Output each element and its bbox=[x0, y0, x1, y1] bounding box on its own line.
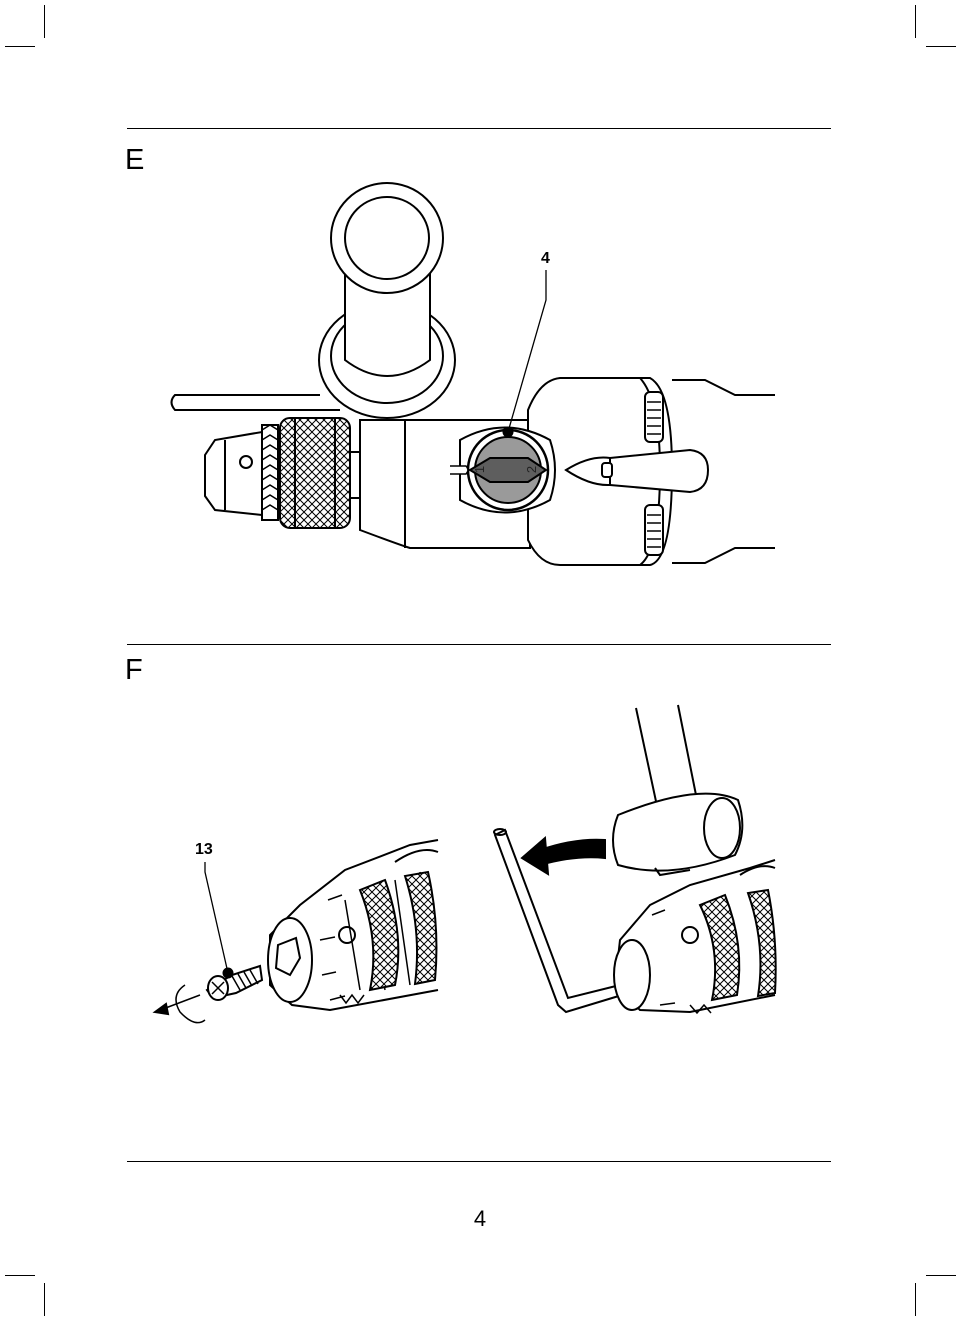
crop-mark-tr-h bbox=[926, 46, 956, 47]
section-letter-f: F bbox=[125, 654, 143, 686]
figure-e-drill-illustration bbox=[170, 182, 775, 566]
crop-mark-tr-v bbox=[915, 5, 916, 38]
crop-mark-bl-h bbox=[5, 1275, 35, 1276]
crop-mark-tl-v bbox=[44, 5, 45, 38]
rule-section-e bbox=[127, 128, 831, 129]
rule-section-f bbox=[127, 644, 831, 645]
callout-switch: 4 bbox=[541, 250, 550, 267]
rule-footer bbox=[127, 1161, 831, 1162]
page-number: 4 bbox=[473, 1206, 487, 1231]
section-letter-e: E bbox=[125, 144, 145, 176]
crop-mark-tl-h bbox=[5, 46, 35, 47]
callout-screw: 13 bbox=[195, 841, 213, 858]
crop-mark-br-h bbox=[926, 1275, 956, 1276]
crop-mark-br-v bbox=[915, 1283, 916, 1316]
crop-mark-bl-v bbox=[44, 1283, 45, 1316]
